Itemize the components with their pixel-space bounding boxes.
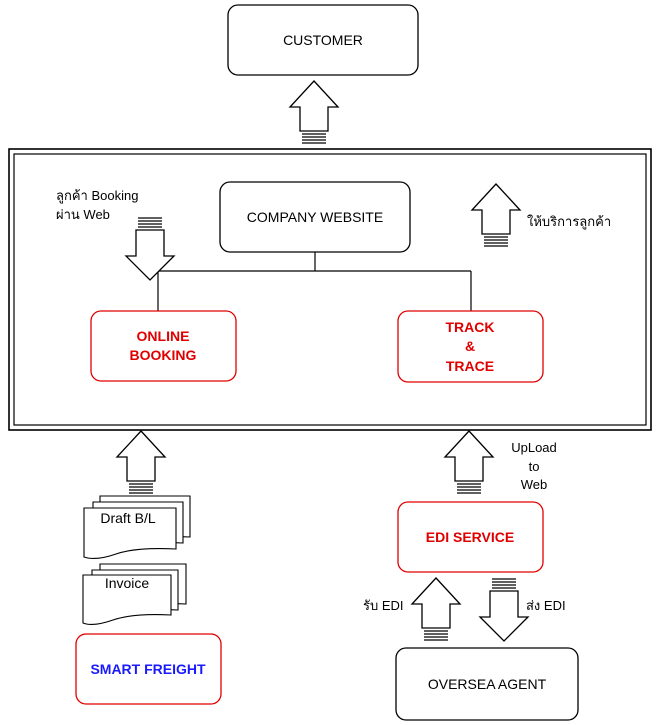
smart-freight-label: SMART FREIGHT	[90, 661, 206, 677]
edi-service-label: EDI SERVICE	[426, 529, 514, 545]
draft-bl-document-icon	[83, 495, 191, 560]
track-trace-label-2: &	[465, 338, 475, 354]
upload-label-2: to	[529, 459, 540, 474]
customer-booking-label-2: ผ่าน Web	[56, 207, 110, 222]
arrow-receive-edi	[411, 577, 461, 641]
upload-label-1: UpLoad	[511, 440, 557, 455]
arrow-documents-to-booking	[116, 430, 166, 494]
send-edi-label: ส่ง EDI	[526, 598, 566, 613]
service-customer-label: ให้บริการลูกค้า	[527, 214, 611, 230]
track-trace-box	[397, 310, 544, 383]
company-website-label: COMPANY WEBSITE	[247, 209, 383, 225]
track-trace-label-1: TRACK	[446, 319, 495, 335]
arrow-to-customer	[289, 80, 339, 144]
upload-label-3: Web	[521, 477, 548, 492]
customer-box	[227, 4, 419, 76]
arrow-service-customer	[471, 183, 521, 247]
customer-booking-label-1: ลูกค้า Booking	[56, 188, 138, 204]
online-booking-label-2: BOOKING	[130, 347, 197, 363]
arrow-customer-booking	[124, 217, 176, 281]
customer-label: CUSTOMER	[283, 32, 363, 48]
arrow-send-edi	[478, 578, 530, 642]
draft-bl-label: Draft B/L	[100, 510, 155, 526]
system-frame-outer	[8, 148, 652, 431]
system-frame-inner	[13, 153, 647, 426]
track-trace-label-3: TRACE	[446, 358, 494, 374]
invoice-label: Invoice	[105, 575, 150, 591]
invoice-document-icon	[82, 563, 187, 626]
arrow-edi-to-track	[444, 430, 494, 494]
receive-edi-label: รับ EDI	[363, 598, 404, 613]
edi-service-box	[397, 501, 544, 573]
online-booking-label-1: ONLINE	[137, 328, 190, 344]
smart-freight-box	[75, 633, 222, 705]
oversea-agent-box	[395, 647, 579, 721]
oversea-agent-label: OVERSEA AGENT	[428, 676, 547, 692]
online-booking-box	[90, 310, 237, 382]
